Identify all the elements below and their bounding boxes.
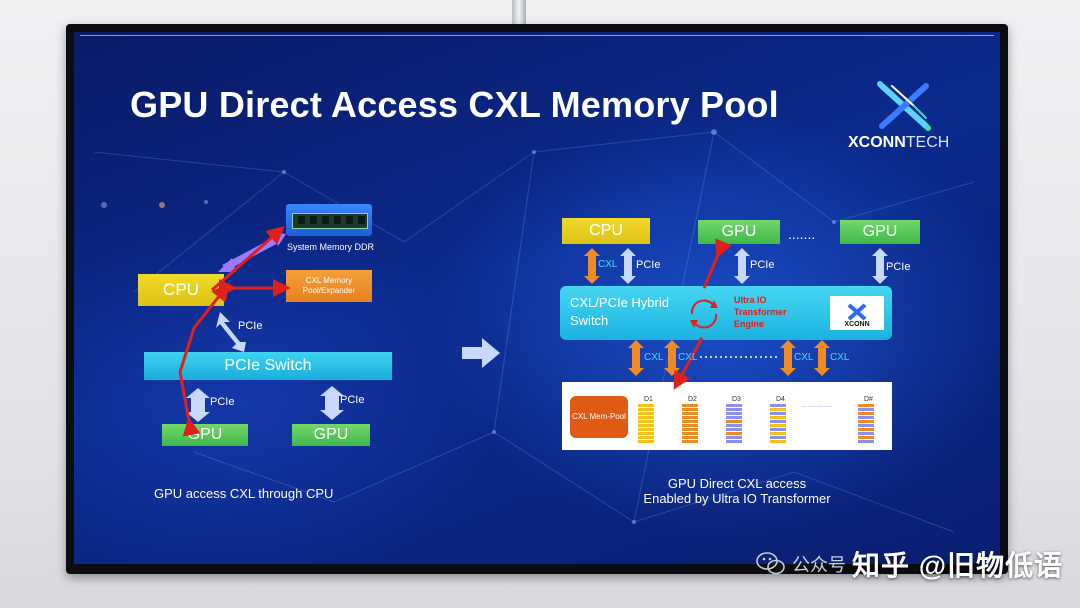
left-pcie-label-2: PCIe xyxy=(210,396,235,408)
engine-line3: Engine xyxy=(734,319,765,329)
device-stack-d4 xyxy=(770,404,786,444)
cxl-label-3: CXL xyxy=(794,352,814,363)
transformer-cycle-icon xyxy=(690,299,718,329)
logo-word-tech: TECH xyxy=(905,134,950,151)
ddr-memory-module xyxy=(286,204,372,236)
right-caption-line1: GPU Direct CXL access xyxy=(667,476,807,491)
right-gpu-box-2: GPU xyxy=(840,220,920,244)
cxl-label-2: CXL xyxy=(678,352,698,363)
device-label-d3: D3 xyxy=(732,396,741,403)
xconn-x-logo-icon xyxy=(877,81,931,131)
logo-word-xconn: XCONN xyxy=(848,134,906,151)
logo-wordmark: XCONNTECH xyxy=(848,134,949,152)
cxl-memory-expander-box: CXL Memory Pool/Expander xyxy=(286,270,372,302)
cxl-double-arrows xyxy=(584,248,830,376)
device-label-d2: D2 xyxy=(688,396,697,403)
slide-title: GPU Direct Access CXL Memory Pool xyxy=(130,84,779,125)
right-gpu-label-2: GPU xyxy=(862,223,898,240)
watermark-main-text: 知乎 @旧物低语 xyxy=(852,550,1064,581)
cxl-label-cpu: CXL xyxy=(598,259,618,270)
left-pcie-label-3: PCIe xyxy=(340,394,365,406)
cxl-pcie-hybrid-switch: CXL/PCIe Hybrid Switch Ultra IO Transfor… xyxy=(560,286,892,340)
mini-xconn-logo: XCONN xyxy=(830,296,884,330)
engine-line2: Transformer xyxy=(734,307,787,317)
right-cpu-box: CPU xyxy=(562,218,650,244)
watermark-gzh-text: 公众号 xyxy=(792,555,846,575)
cxl-memory-line1: CXL Memory xyxy=(305,276,353,285)
gpu-ellipsis: ....... xyxy=(788,226,816,242)
xconn-logo: XCONNTECH xyxy=(844,80,964,154)
mini-logo-text: XCONN xyxy=(844,321,870,328)
pcie-double-arrows xyxy=(620,248,888,284)
cxl-label-1: CXL xyxy=(644,352,664,363)
left-pcie-label-1: PCIe xyxy=(238,320,263,332)
left-caption: GPU access CXL through CPU xyxy=(154,486,334,501)
right-diagram-arrows xyxy=(584,238,888,390)
device-ellipsis: ............... xyxy=(802,402,832,409)
left-gpu-box-2: GPU xyxy=(292,424,370,446)
cxl-memory-line2: Pool/Expander xyxy=(302,286,356,295)
network-background xyxy=(93,129,975,533)
presentation-slide: GPU Direct Access CXL Memory Pool XCONNT… xyxy=(74,32,1000,564)
pcie-switch-label: PCIe Switch xyxy=(224,357,312,374)
wechat-icon xyxy=(756,552,785,575)
device-label-d4: D4 xyxy=(776,396,785,403)
red-data-path xyxy=(178,226,285,437)
device-stack-d2 xyxy=(682,404,698,444)
device-stack-dn xyxy=(858,404,874,444)
device-label-dn: D# xyxy=(864,396,873,403)
right-gpu-box-1: GPU xyxy=(698,220,780,244)
mini-x-logo-icon xyxy=(847,303,867,321)
ultra-io-engine-label: Ultra IO Transformer Engine xyxy=(734,294,787,330)
hybrid-switch-label: CXL/PCIe Hybrid Switch xyxy=(570,295,669,328)
right-cpu-label: CPU xyxy=(589,222,623,239)
system-memory-label: System Memory DDR xyxy=(287,242,375,252)
device-stack-d3 xyxy=(726,404,742,444)
left-gpu-label-2: GPU xyxy=(313,426,349,443)
left-diagram-arrows xyxy=(178,226,344,437)
right-gpu-label-1: GPU xyxy=(721,223,757,240)
cxl-mem-pool-box: CXL Mem-Pool xyxy=(570,396,628,438)
screen-edge-line xyxy=(80,35,994,36)
transition-arrow-icon xyxy=(462,338,500,368)
watermark: 公众号 知乎 @旧物低语 xyxy=(756,544,1063,584)
pcie-label-gpu2: PCIe xyxy=(886,261,911,273)
direct-access-red-path xyxy=(673,238,732,390)
pcie-label-gpu1: PCIe xyxy=(750,259,775,271)
cxl-memory-pool-panel: CXL Mem-Pool D1 D2 D3 D4 ...............… xyxy=(562,382,892,450)
pcie-label-cpu: PCIe xyxy=(636,259,661,271)
cxl-label-4: CXL xyxy=(830,352,850,363)
device-stack-d1 xyxy=(638,404,654,444)
right-caption-line2: Enabled by Ultra IO Transformer xyxy=(643,491,831,506)
right-caption: GPU Direct CXL access Enabled by Ultra I… xyxy=(622,476,852,506)
engine-line1: Ultra IO xyxy=(734,295,767,305)
device-label-d1: D1 xyxy=(644,396,653,403)
